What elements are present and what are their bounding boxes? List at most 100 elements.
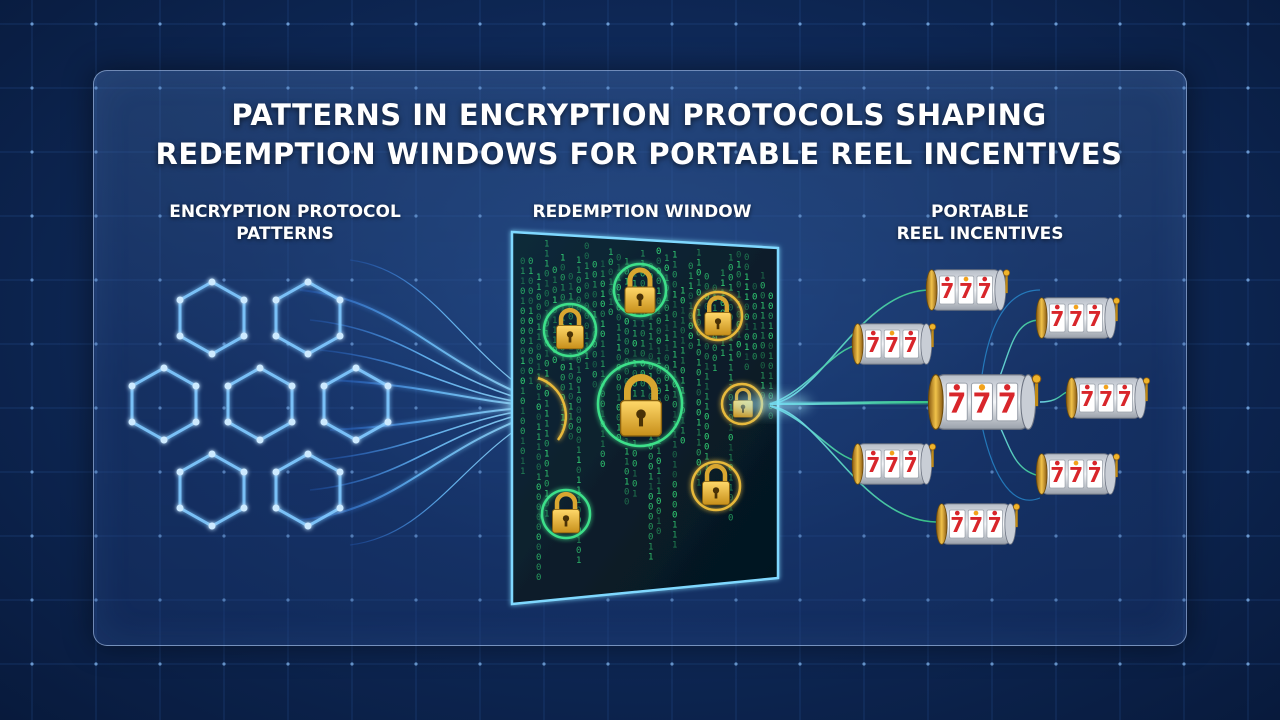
- binary-digit: 1: [672, 261, 677, 271]
- binary-digit: 1: [608, 248, 613, 258]
- binary-digit: 1: [616, 423, 621, 433]
- grid-dot: [1118, 470, 1122, 474]
- grid-dot: [222, 342, 226, 346]
- binary-digit: 1: [720, 289, 725, 299]
- binary-digit: 0: [528, 317, 533, 327]
- grid-dot: [414, 662, 418, 666]
- binary-digit: 0: [656, 337, 661, 347]
- binary-digit: 0: [624, 498, 629, 508]
- binary-digit: 0: [592, 380, 597, 390]
- binary-digit: 0: [688, 322, 693, 332]
- grid-dot: [158, 86, 162, 90]
- binary-digit: 0: [648, 452, 653, 462]
- binary-digit: 1: [672, 411, 677, 421]
- binary-digit: 1: [568, 362, 573, 372]
- binary-digit: 0: [760, 361, 765, 371]
- binary-digit: 0: [656, 527, 661, 537]
- grid-dot: [606, 86, 610, 90]
- hexagon-node-icon: [130, 366, 198, 442]
- grid-dot: [670, 86, 674, 90]
- binary-digit: 0: [616, 383, 621, 393]
- binary-digit: 0: [648, 392, 653, 402]
- grid-dot: [414, 470, 418, 474]
- binary-digit: 1: [664, 254, 669, 264]
- binary-digit: 0: [656, 387, 661, 397]
- grid-dot: [286, 214, 290, 218]
- binary-digit: 0: [600, 400, 605, 410]
- grid-dot: [158, 342, 162, 346]
- binary-digit: 0: [656, 507, 661, 517]
- binary-digit: 1: [648, 342, 653, 352]
- binary-digit: 0: [696, 328, 701, 338]
- binary-digit: 1: [552, 276, 557, 286]
- binary-digit: 0: [560, 384, 565, 394]
- binary-digit: 1: [688, 282, 693, 292]
- binary-digit: 0: [768, 312, 773, 322]
- binary-digit: 0: [736, 251, 741, 261]
- binary-digit: 1: [584, 342, 589, 352]
- binary-digit: 0: [704, 352, 709, 362]
- binary-digit: 1: [696, 278, 701, 288]
- binary-digit: 0: [528, 357, 533, 367]
- binary-digit: 1: [632, 470, 637, 480]
- binary-digit: 1: [664, 274, 669, 284]
- grid-dot: [158, 22, 162, 26]
- binary-digit: 1: [672, 461, 677, 471]
- svg-text:7: 7: [1099, 387, 1113, 411]
- grid-dot: [798, 470, 802, 474]
- binary-digit: 0: [648, 532, 653, 542]
- svg-text:7: 7: [904, 333, 918, 357]
- binary-digit: 0: [576, 466, 581, 476]
- grid-dot: [542, 86, 546, 90]
- grid-dot: [94, 598, 98, 602]
- binary-digit: 0: [696, 408, 701, 418]
- grid-dot: [670, 598, 674, 602]
- binary-digit: 1: [680, 317, 685, 327]
- binary-digit: 1: [672, 531, 677, 541]
- binary-digit: 0: [624, 318, 629, 328]
- binary-digit: 0: [544, 289, 549, 299]
- binary-digit: 0: [568, 432, 573, 442]
- binary-digit: 1: [576, 536, 581, 546]
- binary-digit: 1: [544, 509, 549, 519]
- grid-dot: [478, 22, 482, 26]
- binary-digit: 1: [744, 323, 749, 333]
- svg-text:7: 7: [1069, 463, 1083, 487]
- grid-dot: [478, 278, 482, 282]
- grid-dot: [94, 470, 98, 474]
- grid-dot: [30, 406, 34, 410]
- binary-digit: 0: [576, 306, 581, 316]
- binary-digit: 0: [552, 286, 557, 296]
- binary-digit: 0: [576, 406, 581, 416]
- grid-dot: [30, 470, 34, 474]
- binary-digit: 0: [536, 303, 541, 313]
- binary-digit: 1: [528, 377, 533, 387]
- binary-digit: 0: [752, 293, 757, 303]
- binary-digit: 0: [536, 403, 541, 413]
- binary-digit: 0: [544, 339, 549, 349]
- grid-dot: [414, 22, 418, 26]
- grid-dot: [1054, 406, 1058, 410]
- binary-digit: 1: [672, 301, 677, 311]
- binary-digit: 0: [680, 407, 685, 417]
- grid-dot: [862, 278, 866, 282]
- binary-digit: 0: [640, 309, 645, 319]
- binary-digit: 0: [592, 350, 597, 360]
- grid-dot: [1054, 598, 1058, 602]
- binary-digit: 1: [544, 309, 549, 319]
- grid-dot: [286, 406, 290, 410]
- grid-dot: [1246, 86, 1250, 90]
- binary-digit: 1: [544, 429, 549, 439]
- binary-digit: 1: [680, 377, 685, 387]
- binary-digit: 0: [616, 253, 621, 263]
- binary-digit: 0: [704, 292, 709, 302]
- binary-digit: 0: [520, 447, 525, 457]
- grid-dot: [286, 598, 290, 602]
- svg-text:7: 7: [885, 333, 899, 357]
- binary-digit: 0: [704, 412, 709, 422]
- binary-digit: 1: [536, 443, 541, 453]
- binary-digit: 1: [640, 249, 645, 259]
- grid-dot: [1246, 278, 1250, 282]
- svg-text:7: 7: [947, 389, 966, 420]
- binary-digit: 0: [760, 281, 765, 291]
